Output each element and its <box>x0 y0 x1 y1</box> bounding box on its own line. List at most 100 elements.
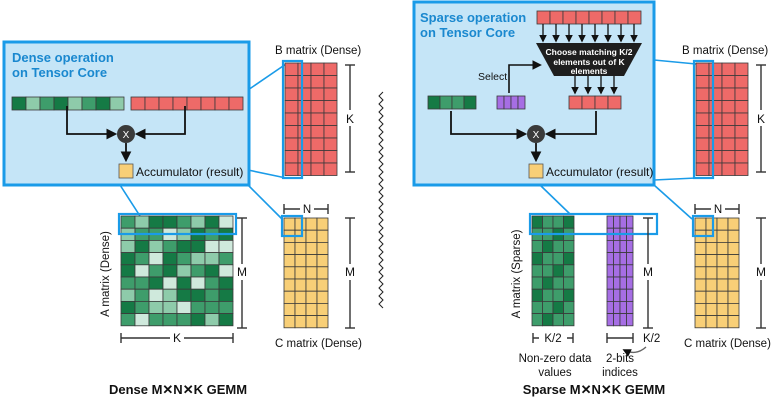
matrix-cell <box>552 264 564 278</box>
matrix-cell <box>294 254 307 268</box>
matrix-cell <box>134 313 150 327</box>
matrix-cell <box>323 150 338 164</box>
dense-b-matrix-label: B matrix (Dense) <box>275 45 361 57</box>
matrix-cell <box>305 229 318 243</box>
vector-cell <box>11 96 27 111</box>
matrix-cell <box>531 313 543 327</box>
matrix-cell <box>708 112 723 126</box>
matrix-cell <box>727 302 740 316</box>
matrix-cell <box>323 125 338 139</box>
matrix-cell <box>708 125 723 139</box>
matrix-cell <box>721 75 736 89</box>
matrix-cell <box>721 62 736 76</box>
matrix-cell <box>563 215 575 229</box>
matrix-cell <box>316 302 329 316</box>
vector-cell <box>95 96 111 111</box>
vector-cell <box>109 96 125 111</box>
matrix-cell <box>708 62 723 76</box>
matrix-cell <box>606 300 614 314</box>
matrix-cell <box>542 239 554 253</box>
matrix-cell <box>606 252 614 266</box>
matrix-cell <box>694 254 707 268</box>
matrix-cell <box>305 302 318 316</box>
dense-caption: Dense M✕N✕K GEMM <box>109 382 247 397</box>
matrix-cell <box>148 300 164 314</box>
matrix-cell <box>708 75 723 89</box>
matrix-cell <box>721 112 736 126</box>
matrix-cell <box>284 112 299 126</box>
matrix-cell <box>190 276 206 290</box>
matrix-cell <box>563 288 575 302</box>
matrix-cell <box>218 264 234 278</box>
matrix-cell <box>204 288 220 302</box>
matrix-cell <box>284 87 299 101</box>
vector-cell <box>581 95 596 110</box>
matrix-cell <box>204 276 220 290</box>
matrix-cell <box>619 276 627 290</box>
matrix-cell <box>218 313 234 327</box>
vector-cell <box>594 95 609 110</box>
matrix-cell <box>305 290 318 304</box>
matrix-cell <box>613 313 621 327</box>
matrix-cell <box>734 125 749 139</box>
matrix-cell <box>316 266 329 280</box>
matrix-cell <box>204 215 220 229</box>
matrix-cell <box>190 215 206 229</box>
matrix-cell <box>716 290 729 304</box>
matrix-cell <box>721 125 736 139</box>
matrix-cell <box>323 137 338 151</box>
matrix-cell <box>284 62 299 76</box>
sparse-idx-k2-label: K/2 <box>643 333 660 345</box>
vector-cell <box>588 10 603 25</box>
sparse-a-row-vector <box>427 95 477 110</box>
matrix-cell <box>297 125 312 139</box>
vector-cell <box>549 10 564 25</box>
dense-accumulator-label: Accumulator (result) <box>136 165 243 179</box>
dense-b-k-label: K <box>346 112 354 126</box>
matrix-cell <box>283 315 296 329</box>
matrix-cell <box>120 300 136 314</box>
matrix-cell <box>176 313 192 327</box>
vector-cell <box>496 95 505 110</box>
matrix-cell <box>305 278 318 292</box>
matrix-cell <box>694 241 707 255</box>
matrix-cell <box>162 239 178 253</box>
matrix-cell <box>134 288 150 302</box>
dense-c-matrix-grid <box>283 217 329 329</box>
dense-c-matrix-label: C matrix (Dense) <box>275 338 362 350</box>
sparse-a-values-grid <box>531 215 575 327</box>
matrix-cell <box>323 75 338 89</box>
matrix-cell <box>310 75 325 89</box>
matrix-cell <box>716 229 729 243</box>
matrix-cell <box>606 276 614 290</box>
matrix-cell <box>134 276 150 290</box>
vector-cell <box>25 96 41 111</box>
dense-b-matrix-grid <box>284 62 338 176</box>
matrix-cell <box>297 75 312 89</box>
matrix-cell <box>613 276 621 290</box>
matrix-cell <box>134 264 150 278</box>
matrix-cell <box>705 290 718 304</box>
matrix-cell <box>218 276 234 290</box>
vector-cell <box>575 10 590 25</box>
matrix-cell <box>148 215 164 229</box>
matrix-cell <box>542 252 554 266</box>
matrix-cell <box>162 313 178 327</box>
sparse-a-highlight <box>528 212 659 236</box>
matrix-cell <box>204 300 220 314</box>
matrix-cell <box>552 300 564 314</box>
vector-cell <box>536 10 551 25</box>
sparse-b-matrix-label: B matrix (Dense) <box>682 45 768 57</box>
matrix-cell <box>294 266 307 280</box>
matrix-cell <box>606 239 614 253</box>
matrix-cell <box>619 252 627 266</box>
matrix-cell <box>162 288 178 302</box>
matrix-cell <box>316 217 329 231</box>
matrix-cell <box>626 276 634 290</box>
matrix-cell <box>316 290 329 304</box>
matrix-cell <box>695 112 710 126</box>
matrix-cell <box>204 313 220 327</box>
matrix-cell <box>310 162 325 176</box>
matrix-cell <box>284 150 299 164</box>
matrix-cell <box>721 150 736 164</box>
